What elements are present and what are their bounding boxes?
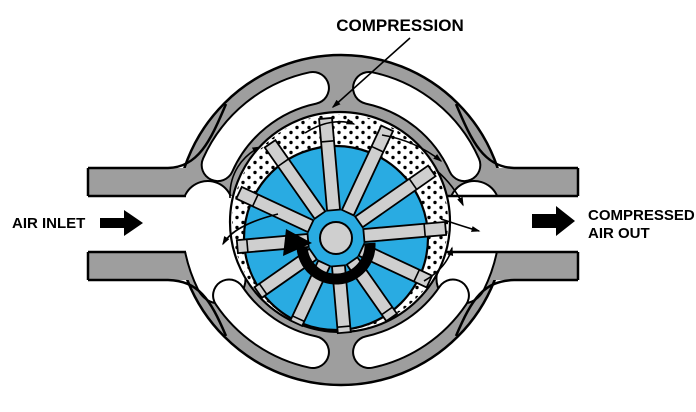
vane-blade bbox=[357, 242, 434, 289]
vane-segment-divider bbox=[321, 140, 335, 143]
vane bbox=[263, 138, 327, 221]
airflow-arrow bbox=[423, 246, 454, 282]
rotation-arrow-head bbox=[283, 229, 312, 256]
airflow-arrow bbox=[304, 118, 356, 134]
vane-blade bbox=[362, 220, 448, 244]
housing-outline bbox=[86, 103, 580, 337]
air-out-arrow-icon bbox=[532, 206, 575, 236]
vane-segment-divider bbox=[337, 325, 351, 329]
outlet-duct-upper-wall bbox=[480, 168, 578, 196]
vane-segment-divider bbox=[292, 315, 305, 323]
inlet-duct-lower-wall bbox=[88, 252, 204, 280]
airflow-arrow bbox=[222, 213, 279, 246]
vane-blade bbox=[353, 164, 437, 229]
vane-blade bbox=[340, 124, 395, 217]
kidney-slot bbox=[214, 280, 328, 368]
kidney-slot bbox=[354, 72, 480, 181]
vane-segment-divider bbox=[251, 194, 259, 207]
vane bbox=[340, 124, 395, 217]
kidney-slot bbox=[202, 72, 328, 181]
airflow-arrow bbox=[440, 218, 481, 232]
vane-segment-divider bbox=[258, 283, 268, 295]
air-inlet-label: AIR INLET bbox=[12, 215, 85, 232]
vane-segment-divider bbox=[408, 178, 418, 190]
compressed-air-out-label-line1: COMPRESSED bbox=[588, 207, 695, 224]
vane bbox=[353, 164, 437, 229]
vane-segment-divider bbox=[277, 158, 290, 168]
vane-segment-divider bbox=[423, 223, 427, 237]
compressed-air-out-label-line2: AIR OUT bbox=[588, 225, 650, 242]
vane-segment-divider bbox=[413, 269, 421, 282]
rotation-arrow-arc bbox=[296, 242, 376, 285]
kidney-slot bbox=[354, 280, 468, 368]
vane-segment-divider bbox=[245, 239, 249, 253]
airflow-arrow bbox=[381, 134, 443, 162]
air-inlet-arrow-icon bbox=[100, 210, 143, 236]
vane bbox=[318, 116, 342, 212]
vane-blade bbox=[263, 138, 327, 221]
compression-label: COMPRESSION bbox=[336, 16, 464, 35]
airflow-arrow bbox=[229, 146, 262, 199]
rotor-hub bbox=[319, 221, 353, 255]
flow-arrows bbox=[222, 118, 481, 282]
compression-pointer-line bbox=[331, 37, 411, 109]
vane-segment-divider bbox=[371, 145, 384, 153]
inlet-duct-upper-wall bbox=[88, 168, 204, 196]
airflow-arrow bbox=[435, 169, 464, 207]
vane bbox=[362, 220, 448, 244]
vane-segment-divider bbox=[381, 306, 393, 316]
vane bbox=[357, 242, 434, 289]
